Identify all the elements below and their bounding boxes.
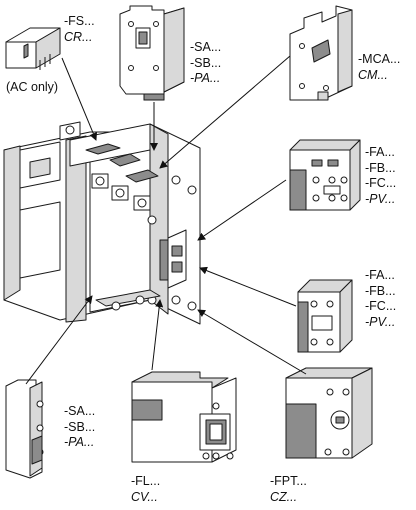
- label-line: -SA...: [64, 404, 96, 418]
- label-line: -FB...: [365, 283, 396, 298]
- label-line: CZ...: [270, 489, 298, 504]
- label-line: -FPT...: [270, 474, 307, 488]
- arrow-interlock: [159, 55, 291, 169]
- label-top-auxiliary: -SA... -SB... -PA...: [190, 40, 221, 87]
- mechanical-interlock: [289, 5, 353, 101]
- label-line: -FL...: [131, 474, 161, 488]
- label-surge-suppressor: -FS... CR...: [64, 14, 95, 45]
- front-auxiliary-block-4pole: [289, 139, 361, 211]
- label-line: -FS...: [64, 14, 95, 28]
- arrow-front-aux-2pole: [199, 266, 297, 307]
- label-ac-only-note: (AC only): [6, 80, 59, 94]
- label-line: -PV...: [365, 191, 396, 206]
- arrow-pneumatic-timer: [151, 299, 164, 371]
- label-line: -SA...: [190, 40, 222, 54]
- label-timer-module: -FPT... CZ...: [270, 474, 307, 505]
- pneumatic-timer-block: [131, 371, 237, 463]
- label-interlock: -MCA... CM...: [358, 52, 400, 83]
- auxiliary-contact-block-top: [119, 5, 185, 101]
- arrow-front-aux-4pole: [197, 179, 287, 241]
- label-line: -FC...: [365, 176, 397, 190]
- label-line: -PA...: [64, 435, 95, 449]
- arrow-timer-module: [197, 309, 307, 375]
- timer-module: [285, 367, 373, 459]
- leader-lines: [25, 55, 307, 385]
- arrow-surge-suppressor: [61, 57, 98, 141]
- label-line: -FC...: [365, 299, 397, 313]
- label-line: CV...: [131, 489, 158, 504]
- arrow-side-aux: [25, 295, 93, 385]
- side-auxiliary-block: [5, 379, 44, 479]
- label-pneumatic-timer: -FL... CV...: [131, 474, 160, 505]
- label-side-auxiliary: -SA... -SB... -PA...: [64, 404, 95, 451]
- label-front-aux-2pole: -FA... -FB... -FC... -PV...: [365, 268, 396, 330]
- label-line: CM...: [358, 67, 388, 82]
- label-line: -FA...: [365, 268, 395, 282]
- label-line: -FA...: [365, 145, 395, 159]
- label-line: CR...: [64, 29, 93, 44]
- label-line: -FB...: [365, 160, 396, 175]
- contactor-body: [3, 121, 201, 325]
- label-front-aux-4pole: -FA... -FB... -FC... -PV...: [365, 145, 396, 207]
- label-line: -SB...: [190, 55, 222, 70]
- label-line: -PA...: [190, 71, 221, 85]
- label-line: -SB...: [64, 419, 96, 434]
- label-line: -MCA...: [358, 52, 401, 66]
- label-line: -PV...: [365, 314, 396, 329]
- surge-suppressor-module: [5, 27, 61, 70]
- front-auxiliary-block-2pole: [297, 279, 353, 353]
